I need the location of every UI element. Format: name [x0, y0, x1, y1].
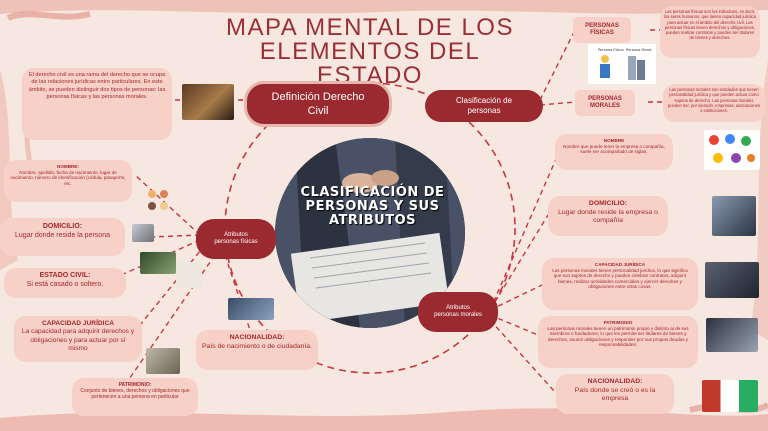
morales-nombre-text: Nombre que puede tener la empresa o comp…: [563, 143, 665, 155]
house-keys-image: [132, 224, 154, 242]
definicion-text-box: El derecho civil es una rama del derecho…: [22, 68, 172, 140]
fisicas-domicilio-text: Lugar donde reside la persona: [15, 232, 110, 239]
gavel-books-image: [182, 84, 234, 120]
document-image: [176, 262, 202, 288]
fisicas-capacidad-box: CAPACIDAD JURÍDICA La capacidad para adq…: [14, 316, 142, 362]
fisicas-patrimonio-box: PATRIMONIO: Conjunto de bienes, derechos…: [72, 378, 198, 416]
morales-nombre-box: NOMBRE Nombre que puede tener la empresa…: [555, 134, 673, 170]
morales-domicilio-text: Lugar donde reside la empresa o compañía: [558, 208, 658, 225]
personas-morales-pill: PERSONAS MORALES: [575, 90, 635, 116]
morales-capacidad-heading: CAPACIDAD JURÍDICA: [594, 262, 646, 267]
fisicas-estado-civil-box: ESTADO CIVIL: Si está casado o soltero.: [4, 268, 126, 298]
fisicas-estado-civil-heading: ESTADO CIVIL:: [39, 272, 91, 279]
persona-fisica-moral-image: Persona Física Persona Moral: [588, 44, 656, 84]
definicion-pill: Definición Derecho Civil: [244, 81, 392, 127]
building-image: [712, 196, 756, 236]
handshake-image: [706, 318, 758, 352]
personas-fisicas-pill: PERSONAS FÍSICAS: [573, 17, 631, 43]
fisicas-nombre-heading: NOMBRE:: [57, 164, 79, 169]
morales-nacionalidad-heading: NACIONALIDAD:: [587, 378, 643, 385]
persona-moral-caption: Persona Moral: [626, 48, 651, 52]
atributos-morales-pill: Atributos personas morales: [418, 292, 498, 332]
morales-domicilio-heading: DOMICILIO:: [588, 200, 628, 207]
morales-nacionalidad-box: NACIONALIDAD: País donde se creó o es la…: [556, 374, 674, 414]
courthouse-image: [146, 348, 180, 374]
morales-patrimonio-text: Las personas morales tienen un patrimoni…: [547, 325, 689, 348]
people-avatars-icon: [146, 188, 172, 214]
fisicas-nacionalidad-text: País de nacimiento o de ciudadanía.: [202, 342, 312, 350]
morales-patrimonio-heading: PATRIMONIO: [603, 320, 633, 325]
morales-nombre-heading: NOMBRE: [603, 138, 625, 143]
fisicas-nombre-text: Nombre, apellido, fecha de nacimiento, l…: [10, 169, 126, 186]
business-people-image: [705, 262, 759, 298]
fisicas-nacionalidad-heading: NACIONALIDAD:: [229, 334, 285, 341]
fisicas-domicilio-heading: DOMICILIO:: [42, 223, 83, 230]
wedding-rings-image: [140, 252, 176, 274]
fisicas-domicilio-box: DOMICILIO: Lugar donde reside la persona: [0, 218, 125, 256]
fisicas-estado-civil-text: Si está casado o soltero.: [26, 281, 104, 288]
page-title: MAPA MENTAL DE LOS ELEMENTOS DEL ESTADO: [226, 14, 514, 89]
morales-domicilio-box: DOMICILIO: Lugar donde reside la empresa…: [548, 196, 668, 236]
fisicas-nombre-box: NOMBRE: Nombre, apellido, fecha de nacim…: [4, 160, 132, 202]
clasificacion-pill: Clasificación de personas: [425, 90, 543, 122]
persona-fisica-caption: Persona Física: [598, 48, 624, 52]
center-title: CLASIFICACIÓN DE PERSONAS Y SUS ATRIBUTO…: [300, 185, 445, 228]
definicion-text: El derecho civil es una rama del derecho…: [28, 72, 166, 101]
morales-capacidad-box: CAPACIDAD JURÍDICA Las personas morales …: [542, 258, 698, 310]
fisicas-capacidad-text: La capacidad para adquirir derechos y ob…: [21, 328, 135, 353]
morales-patrimonio-box: PATRIMONIO Las personas morales tienen u…: [538, 316, 698, 368]
brand-logos-image: [704, 130, 760, 170]
handshake-documents-image: [275, 138, 465, 328]
morales-capacidad-text: Las personas morales tienen personalidad…: [552, 267, 688, 290]
fisicas-patrimonio-heading: PATRIMONIO:: [118, 382, 152, 388]
fisicas-nacionalidad-box: NACIONALIDAD: País de nacimiento o de ci…: [196, 330, 318, 370]
atributos-fisicas-pill: Atributos personas físicas: [196, 219, 276, 259]
personas-fisicas-text-box: Las personas físicas son los individuos,…: [660, 6, 760, 58]
morales-nacionalidad-text: País donde se creó o es la empresa: [574, 386, 656, 403]
hands-image: [228, 298, 274, 320]
personas-morales-text-box: Las personas morales son entidades que t…: [663, 84, 765, 122]
flags-image: [702, 380, 758, 412]
fisicas-patrimonio-text: Conjunto de bienes, derechos y obligacio…: [80, 388, 190, 401]
fisicas-capacidad-heading: CAPACIDAD JURÍDICA: [41, 320, 115, 327]
